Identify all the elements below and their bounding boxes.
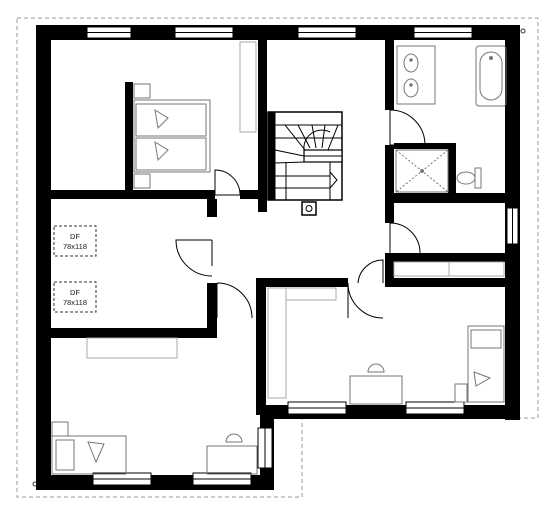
window-s2	[405, 401, 465, 415]
wall-bed3-west	[256, 278, 266, 415]
nightstand-1	[133, 83, 151, 99]
bathroom-fixtures	[395, 45, 507, 193]
door-bed3-a	[347, 282, 384, 319]
wall-store-west	[385, 203, 394, 223]
window-s1	[287, 401, 347, 415]
wall-bed1-south-b	[240, 190, 267, 199]
wardrobe-4	[86, 337, 178, 359]
window-n3	[297, 26, 357, 39]
window-east	[506, 207, 519, 245]
chair-4	[225, 433, 243, 443]
toilet-bowl	[456, 171, 476, 185]
single-bed-3	[467, 325, 505, 403]
roof-window-2	[53, 281, 97, 313]
desk-3	[349, 375, 403, 405]
single-bed-4	[51, 435, 127, 475]
bedroom-3-furniture	[267, 261, 505, 405]
window-s3	[92, 472, 152, 486]
door-bath	[389, 109, 426, 146]
vanity	[396, 45, 436, 105]
door-bed4	[216, 282, 253, 319]
sink-1	[403, 53, 419, 73]
staircase	[267, 111, 343, 216]
window-n2	[174, 26, 234, 39]
wall-store-divider	[385, 253, 394, 287]
wall-bed3-north-a	[256, 278, 348, 287]
wardrobe-1	[239, 41, 257, 133]
double-bed-1	[133, 99, 211, 173]
wall-bath-west-a	[385, 40, 394, 110]
window-s4	[192, 472, 252, 486]
wall-north	[36, 25, 520, 40]
window-n1	[86, 26, 132, 39]
bathtub	[475, 45, 507, 107]
roof-window-1-size: 78x118	[63, 242, 87, 251]
door-bed1	[214, 169, 241, 196]
door-store	[389, 222, 421, 254]
roof-window-1-code: DF	[70, 232, 80, 241]
shower-tray	[395, 149, 449, 193]
window-n4	[413, 26, 473, 39]
windows	[86, 26, 519, 486]
bedroom-1-furniture	[133, 41, 257, 189]
wall-study-south	[51, 328, 217, 338]
nightstand-2	[133, 173, 151, 189]
wall-bed1-east	[258, 40, 267, 212]
desk-4	[206, 445, 258, 475]
sink-2	[403, 78, 419, 98]
wall-bed3-north-b	[385, 278, 520, 287]
roof-window-1	[53, 225, 97, 257]
wall-west	[36, 25, 51, 490]
survey-point-ne	[520, 28, 526, 34]
nightstand-3	[454, 383, 468, 403]
wall-bed1-nook	[125, 82, 133, 192]
wall-study-east-b	[207, 283, 217, 338]
wall-store-south	[385, 253, 520, 262]
study-roof-windows: DF 78x118 DF 78x118	[53, 225, 97, 313]
nightstand-4	[51, 421, 69, 437]
wall-bed1-south	[51, 190, 215, 199]
doors	[175, 109, 426, 319]
roof-window-2-size: 78x118	[63, 298, 87, 307]
wall-shower-north	[394, 143, 454, 149]
wall-study-east-a	[207, 199, 217, 217]
wall-study-north	[51, 190, 61, 199]
bedroom-4-furniture	[51, 337, 258, 475]
wardrobe-3	[267, 287, 287, 399]
roof-window-2-code: DF	[70, 288, 80, 297]
wall-wc-divider	[448, 143, 456, 198]
window-step	[257, 427, 273, 469]
wall-bath-west-b	[385, 145, 394, 210]
door-bed3-b	[357, 259, 384, 284]
chair-3	[367, 363, 385, 373]
door-study	[175, 239, 213, 277]
